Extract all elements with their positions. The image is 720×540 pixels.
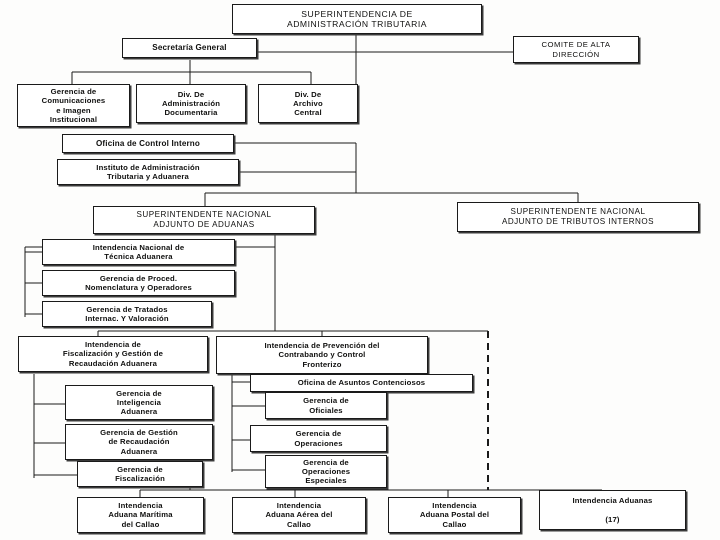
node-gerencia-inteligencia[interactable]: Gerencia de Inteligencia Aduanera <box>65 385 213 420</box>
node-superintendente-aduanas-label: SUPERINTENDENTE NACIONAL ADJUNTO DE ADUA… <box>136 210 272 229</box>
node-secretaria-general-label: Secretaría General <box>152 43 227 53</box>
node-div-administracion-label: Div. De Administración Documentaria <box>161 89 221 118</box>
node-gerencia-proced-label: Gerencia de Proced. Nomenclatura y Opera… <box>85 273 192 292</box>
node-intendencia-aduanas[interactable]: Intendencia Aduanas (17) <box>539 490 686 530</box>
node-oficina-asuntos-label: Oficina de Asuntos Contenciosos <box>297 378 426 388</box>
node-gerencia-comunicaciones[interactable]: Gerencia de Comunicaciones e Imagen Inst… <box>17 84 130 127</box>
node-oficina-asuntos[interactable]: Oficina de Asuntos Contenciosos <box>250 374 473 392</box>
node-gerencia-gestion-recaudacion[interactable]: Gerencia de Gestión de Recaudación Aduan… <box>65 424 213 460</box>
node-comite-alta-direccion[interactable]: COMITE DE ALTA DIRECCIÓN <box>513 36 639 63</box>
node-instituto-administracion[interactable]: Instituto de Administración Tributaria y… <box>57 159 239 185</box>
node-gerencia-inteligencia-label: Gerencia de Inteligencia Aduanera <box>116 388 162 417</box>
node-intendencia-tecnica[interactable]: Intendencia Nacional de Técnica Aduanera <box>42 239 235 265</box>
node-intendencia-aduanas-label: Intendencia Aduanas (17) <box>572 496 653 524</box>
node-intendencia-maritima-label: Intendencia Aduana Marítima del Callao <box>108 501 173 529</box>
node-intendencia-postal-label: Intendencia Aduana Postal del Callao <box>419 501 490 529</box>
node-superintendente-aduanas[interactable]: SUPERINTENDENTE NACIONAL ADJUNTO DE ADUA… <box>93 206 315 234</box>
node-gerencia-oficiales[interactable]: Gerencia de Oficiales <box>265 392 387 419</box>
node-intendencia-aerea-label: Intendencia Aduana Aérea del Callao <box>265 501 333 529</box>
node-gerencia-operaciones[interactable]: Gerencia de Operaciones <box>250 425 387 452</box>
node-oficina-control-interno[interactable]: Oficina de Control Interno <box>62 134 234 153</box>
node-div-archivo-label: Div. De Archivo Central <box>293 89 323 118</box>
node-intendencia-aerea[interactable]: Intendencia Aduana Aérea del Callao <box>232 497 366 533</box>
node-intendencia-maritima[interactable]: Intendencia Aduana Marítima del Callao <box>77 497 204 533</box>
node-intendencia-prevencion-label: Intendencia de Prevención del Contraband… <box>264 341 380 369</box>
node-intendencia-fiscalizacion[interactable]: Intendencia de Fiscalización y Gestión d… <box>18 336 208 372</box>
node-gerencia-fiscalizacion-label: Gerencia de Fiscalización <box>115 464 165 483</box>
node-superintendente-tributos[interactable]: SUPERINTENDENTE NACIONAL ADJUNTO DE TRIB… <box>457 202 699 232</box>
node-gerencia-operaciones-especiales[interactable]: Gerencia de Operaciones Especiales <box>265 455 387 488</box>
node-gerencia-proced[interactable]: Gerencia de Proced. Nomenclatura y Opera… <box>42 270 235 296</box>
node-div-archivo[interactable]: Div. De Archivo Central <box>258 84 358 123</box>
node-gerencia-operaciones-especiales-label: Gerencia de Operaciones Especiales <box>301 457 351 486</box>
node-root[interactable]: SUPERINTENDENCIA DE ADMINISTRACIÓN TRIBU… <box>232 4 482 34</box>
node-div-administracion[interactable]: Div. De Administración Documentaria <box>136 84 246 123</box>
node-intendencia-fiscalizacion-label: Intendencia de Fiscalización y Gestión d… <box>62 340 164 368</box>
node-secretaria-general[interactable]: Secretaría General <box>122 38 257 58</box>
node-gerencia-oficiales-label: Gerencia de Oficiales <box>303 396 349 415</box>
node-intendencia-tecnica-label: Intendencia Nacional de Técnica Aduanera <box>92 242 185 261</box>
node-gerencia-comunicaciones-label: Gerencia de Comunicaciones e Imagen Inst… <box>41 87 106 124</box>
node-oficina-control-interno-label: Oficina de Control Interno <box>95 138 201 148</box>
node-gerencia-gestion-recaudacion-label: Gerencia de Gestión de Recaudación Aduan… <box>100 428 178 456</box>
node-gerencia-tratados-label: Gerencia de Tratados Internac. Y Valorac… <box>85 304 169 323</box>
node-superintendente-tributos-label: SUPERINTENDENTE NACIONAL ADJUNTO DE TRIB… <box>501 207 655 226</box>
node-comite-alta-direccion-label: COMITE DE ALTA DIRECCIÓN <box>541 40 611 59</box>
node-gerencia-tratados[interactable]: Gerencia de Tratados Internac. Y Valorac… <box>42 301 212 327</box>
node-instituto-administracion-label: Instituto de Administración Tributaria y… <box>96 162 200 181</box>
node-gerencia-fiscalizacion[interactable]: Gerencia de Fiscalización <box>77 461 203 487</box>
node-gerencia-operaciones-label: Gerencia de Operaciones <box>294 429 343 448</box>
node-intendencia-prevencion[interactable]: Intendencia de Prevención del Contraband… <box>216 336 428 374</box>
node-root-label: SUPERINTENDENCIA DE ADMINISTRACIÓN TRIBU… <box>286 8 428 29</box>
node-intendencia-postal[interactable]: Intendencia Aduana Postal del Callao <box>388 497 521 533</box>
